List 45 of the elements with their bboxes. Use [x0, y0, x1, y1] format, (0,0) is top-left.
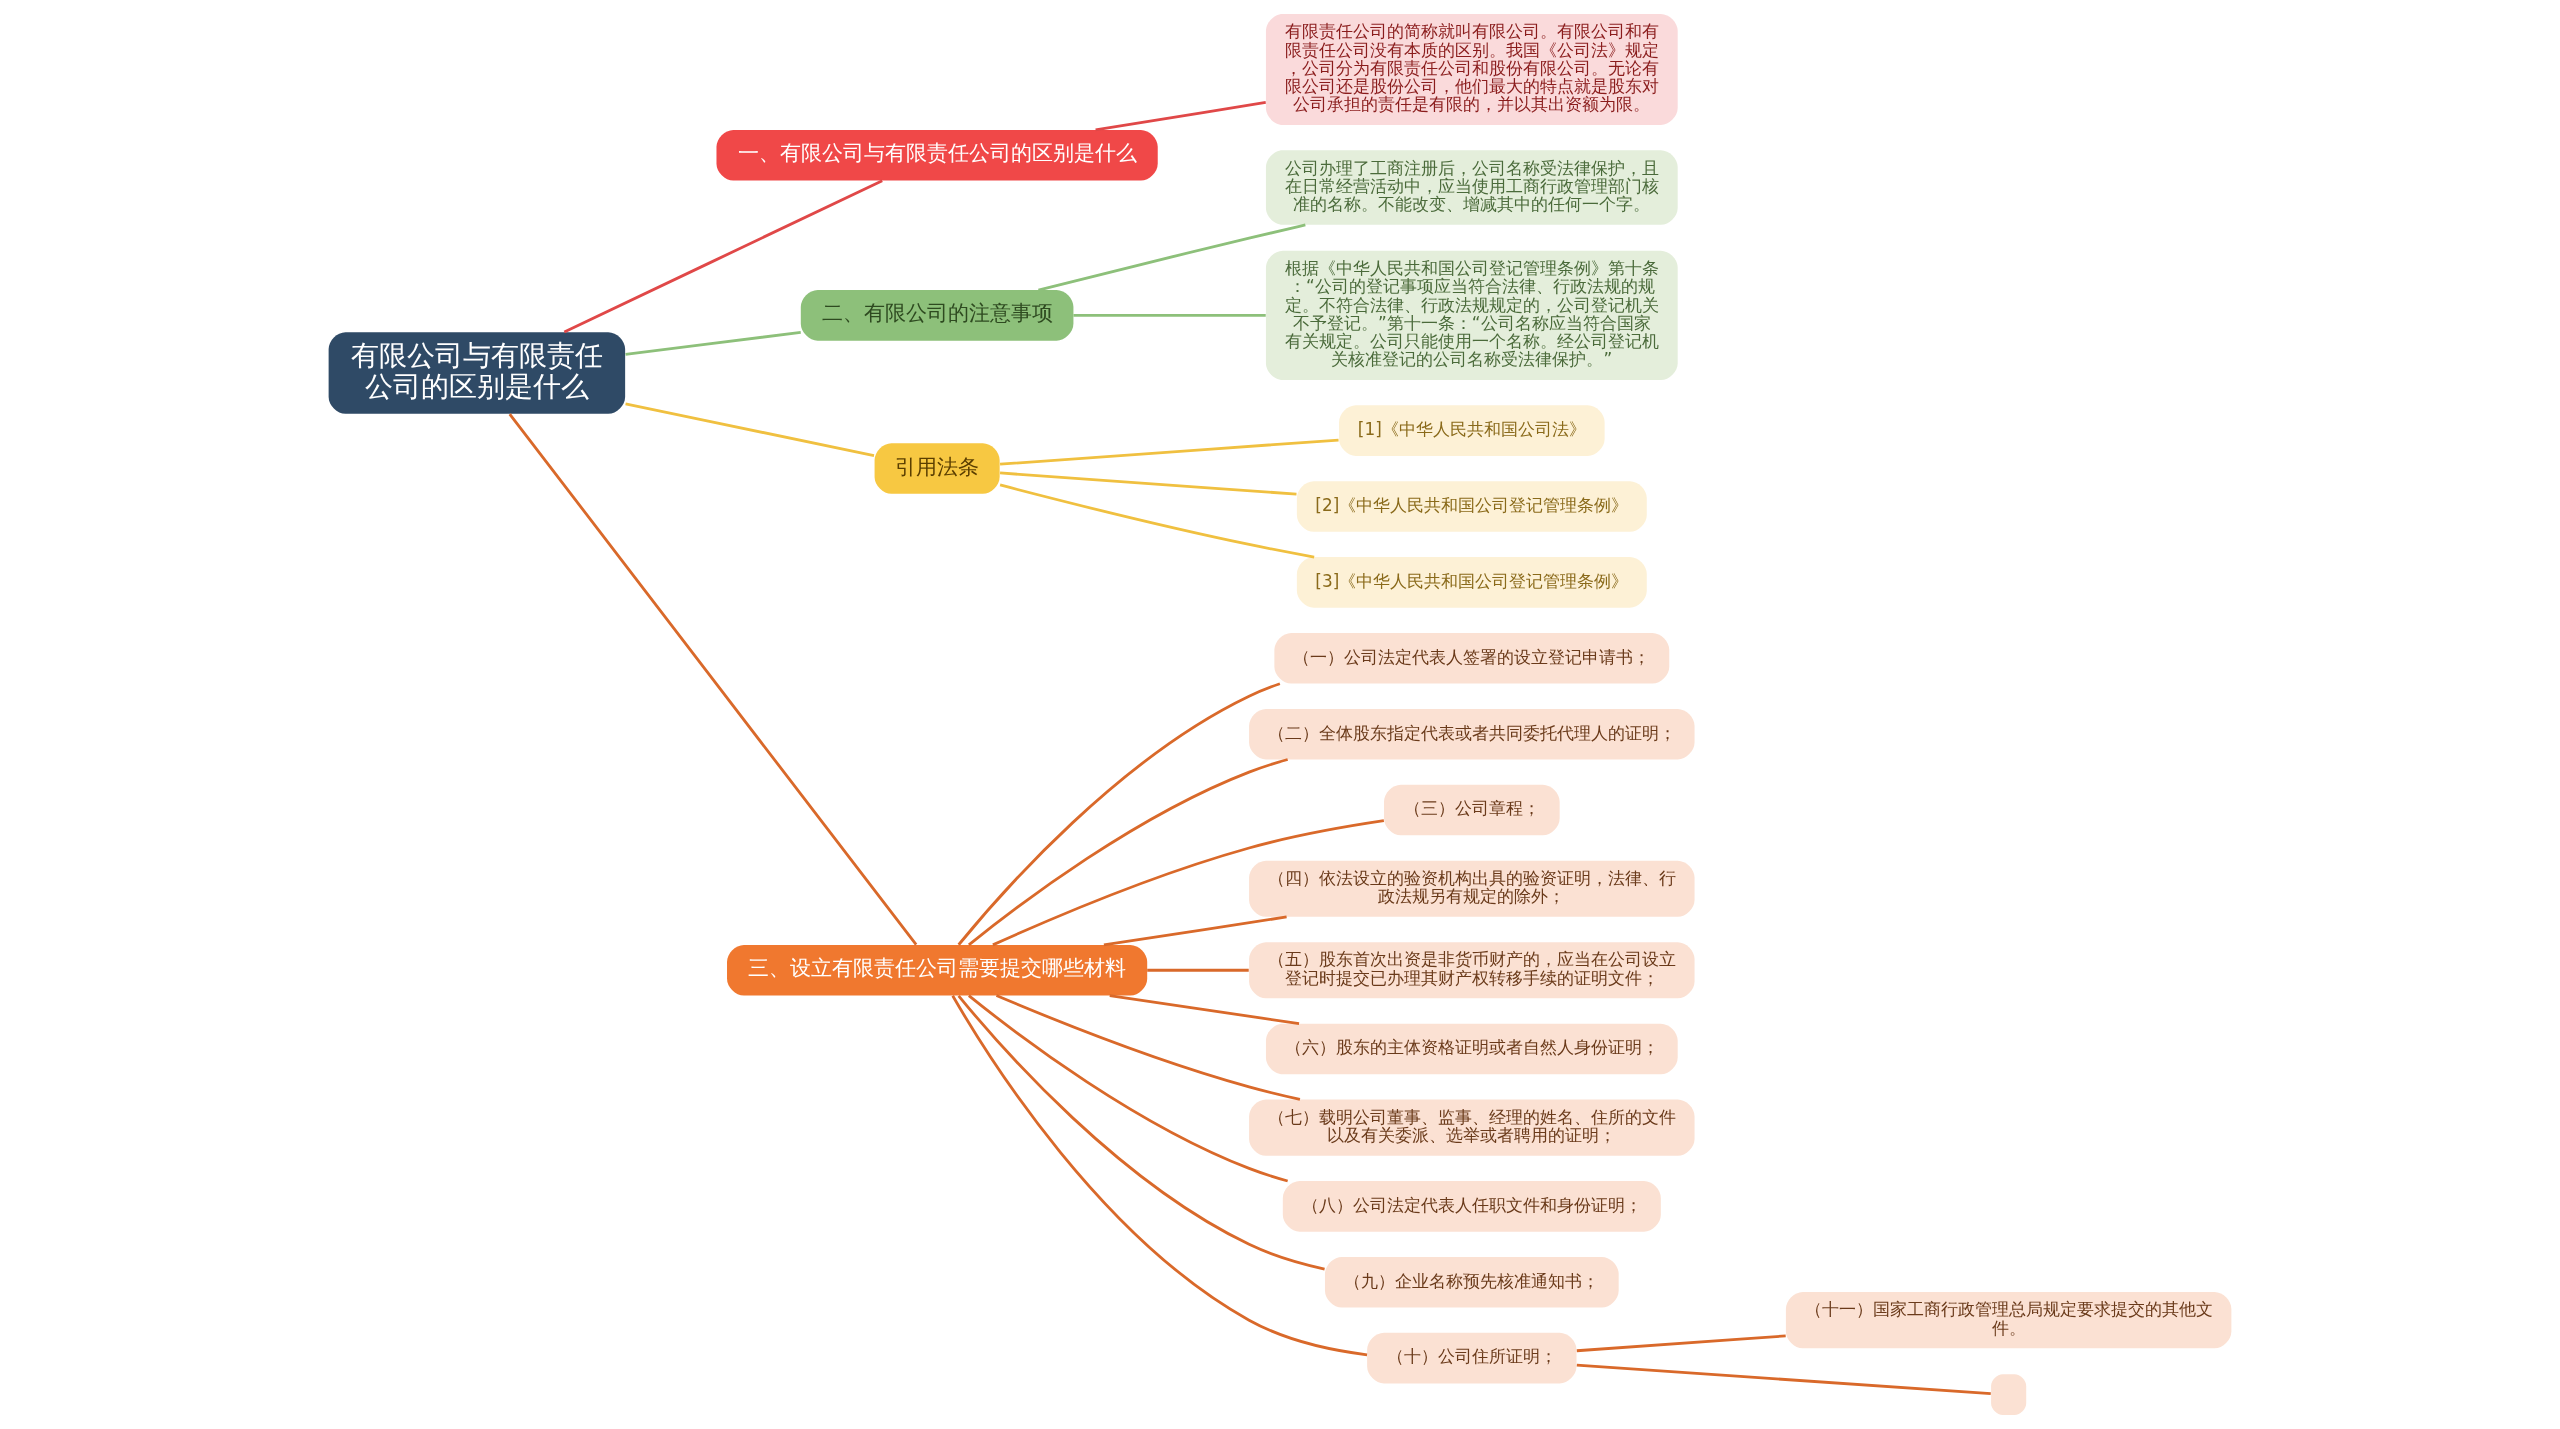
node-box: （二）全体股东指定代表或者共同委托代理人的证明； [1249, 708, 1695, 760]
node-box [1991, 1374, 2027, 1416]
connector [1103, 915, 1287, 947]
connector [1073, 314, 1266, 317]
connector [992, 819, 1385, 947]
connector [968, 994, 1289, 1183]
node-box: [2]《中华人民共和国公司登记管理条例》 [1296, 481, 1647, 532]
node-box: （八）公司法定代表人任职文件和身份证明； [1282, 1181, 1661, 1232]
node-box: （四）依法设立的验资机构出具的验资证明，法律、行政法规另有规定的除外； [1249, 860, 1695, 917]
node-box: 根据《中华人民共和国公司登记管理条例》第十条：“公司的登记事项应当符合法律、行政法规的规定。不符合法律、行政法规规定的，公司登记机关不予登记。”第十一条：“公司名称应当符合国家有关规定。公司只能使用一个名称。经公司登记机关核准登记的公司名称受法律保护。” [1265, 250, 1678, 381]
node-box: （三）公司章程； [1384, 784, 1560, 836]
connector [999, 483, 1315, 559]
node-box: 有限责任公司的简称就叫有限公司。有限公司和有限责任公司没有本质的区别。我国《公司法》规定，公司分为有限责任公司和股份有限公司。无论有限公司还是股份公司，他们最大的特点就是股东对公司承担的责任是有限的，并以其出资额为限。 [1265, 13, 1678, 125]
node-box: （十一）国家工商行政管理总局规定要求提交的其他文件。 [1785, 1292, 2232, 1349]
connector [563, 179, 883, 334]
node-box: 一、有限公司与有限责任公司的区别是什么 [716, 129, 1158, 181]
node-box: （六）股东的主体资格证明或者自然人身份证明； [1265, 1023, 1678, 1075]
connector [1576, 1334, 1786, 1353]
node-box: （五）股东首次出资是非货币财产的，应当在公司设立登记时提交已办理其财产权转移手续的证明文件； [1249, 942, 1695, 999]
connector [968, 758, 1289, 946]
connector [1576, 1363, 1991, 1395]
node-box: 引用法条 [874, 443, 1000, 494]
connector [999, 438, 1339, 466]
node-box: （一）公司法定代表人签署的设立登记申请书； [1274, 633, 1670, 684]
node-box: 有限公司与有限责任公司的区别是什么 [328, 332, 626, 414]
connector [957, 994, 1325, 1271]
connector [1109, 994, 1300, 1025]
node-box: （十）公司住所证明； [1367, 1332, 1577, 1384]
node-box: 公司办理了工商注册后，公司名称受法律保护，且在日常经营活动中，应当使用工商行政管理部门核准的名称。不能改变、增减其中的任何一个字。 [1265, 150, 1678, 225]
connector [999, 471, 1297, 496]
connector [1147, 968, 1249, 972]
node-box: 二、有限公司的注意事项 [800, 290, 1074, 341]
node-box: [3]《中华人民共和国公司登记管理条例》 [1296, 557, 1647, 608]
node-box: 三、设立有限责任公司需要提交哪些材料 [727, 944, 1148, 996]
node-box: [1]《中华人民共和国公司法》 [1339, 405, 1605, 456]
connector [1095, 101, 1266, 132]
connector [625, 402, 875, 458]
connector [957, 682, 1281, 946]
connector [995, 994, 1301, 1101]
connector [625, 331, 801, 356]
connector [508, 413, 918, 946]
connector [1038, 223, 1306, 292]
connector [951, 995, 1368, 1357]
node-box: （九）企业名称预先核准通知书； [1324, 1256, 1619, 1308]
node-box: （七）载明公司董事、监事、经理的姓名、住所的文件以及有关委派、选举或者聘用的证明； [1249, 1099, 1695, 1156]
